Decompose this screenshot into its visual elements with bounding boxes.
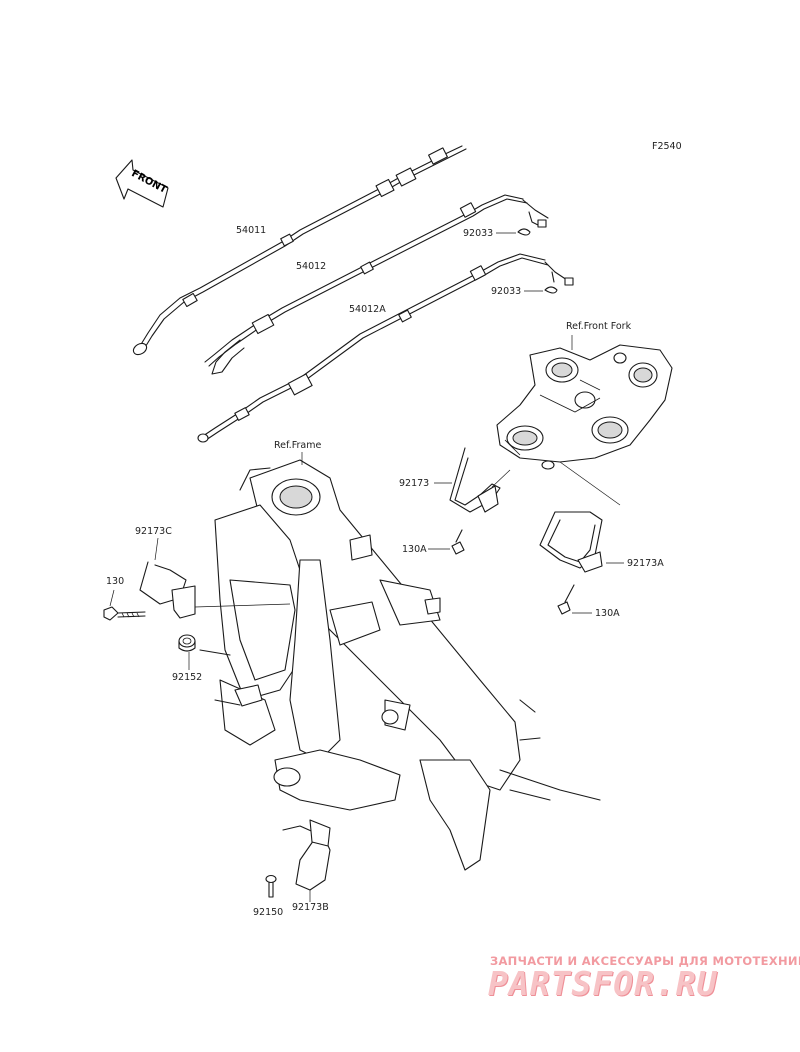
label-54011[interactable]: 54011 (236, 225, 267, 236)
label-92152[interactable]: 92152 (172, 672, 203, 683)
bracket-92173C[interactable] (139, 561, 196, 619)
screw-92150[interactable] (265, 874, 277, 898)
motorcycle-frame (199, 459, 601, 871)
watermark-tagline: ЗАПЧАСТИ И АКСЕССУАРЫ ДЛЯ МОТОТЕХНИКИ (490, 954, 800, 968)
front-arrow-icon: FRONT (115, 159, 169, 208)
cable-54012A[interactable] (197, 253, 574, 443)
ref-front-fork-label: Ref.Front Fork (566, 321, 632, 332)
spacer-92152[interactable] (178, 634, 196, 652)
bolt-130A-upper[interactable] (451, 529, 465, 555)
watermark-logo: PARTSFOR.RU (488, 964, 718, 1003)
label-92033-lower[interactable]: 92033 (491, 286, 522, 297)
cable-54012[interactable] (204, 194, 549, 375)
label-92173A[interactable]: 92173A (627, 558, 664, 569)
label-92033-upper[interactable]: 92033 (463, 228, 494, 239)
bolt-130A-lower[interactable] (557, 584, 575, 615)
label-54012[interactable]: 54012 (296, 261, 327, 272)
label-130A-upper[interactable]: 130A (402, 544, 427, 555)
label-92150[interactable]: 92150 (253, 907, 284, 918)
bracket-92173A[interactable] (539, 511, 603, 573)
cable-54011[interactable] (131, 145, 467, 357)
label-130[interactable]: 130 (106, 576, 125, 587)
label-92173C[interactable]: 92173C (135, 526, 172, 537)
clamp-92033-lower[interactable] (544, 286, 558, 294)
label-54012A[interactable]: 54012A (349, 304, 386, 315)
figure-code: F2540 (652, 141, 682, 152)
front-fork-triple-clamp (496, 344, 673, 470)
label-130A-lower[interactable]: 130A (595, 608, 620, 619)
ref-frame-label: Ref.Frame (274, 440, 322, 451)
bolt-130[interactable] (103, 606, 146, 621)
bracket-92173B[interactable] (282, 819, 331, 891)
clamp-92033-upper[interactable] (517, 228, 531, 236)
label-92173[interactable]: 92173 (399, 478, 430, 489)
bracket-92173[interactable] (449, 447, 501, 513)
label-92173B[interactable]: 92173B (292, 902, 329, 913)
